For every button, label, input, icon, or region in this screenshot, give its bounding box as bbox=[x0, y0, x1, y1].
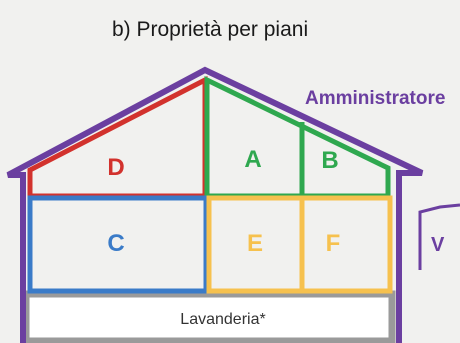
room-c-label: C bbox=[107, 230, 124, 257]
room-d-label: D bbox=[107, 154, 124, 181]
unit-c-outline bbox=[27, 195, 209, 294]
room-b-label: B bbox=[321, 147, 338, 174]
room-a-label: A bbox=[244, 146, 261, 173]
laundry-label: Lavanderia* bbox=[180, 311, 265, 328]
room-f-label: F bbox=[326, 230, 341, 257]
side-box-outline bbox=[418, 203, 460, 270]
side-box-label: V bbox=[431, 234, 445, 256]
diagram-title: b) Proprietà per piani bbox=[112, 18, 308, 41]
room-e-label: E bbox=[247, 230, 263, 257]
house-outline bbox=[6, 66, 424, 343]
administrator-label: Amministratore bbox=[305, 88, 445, 109]
